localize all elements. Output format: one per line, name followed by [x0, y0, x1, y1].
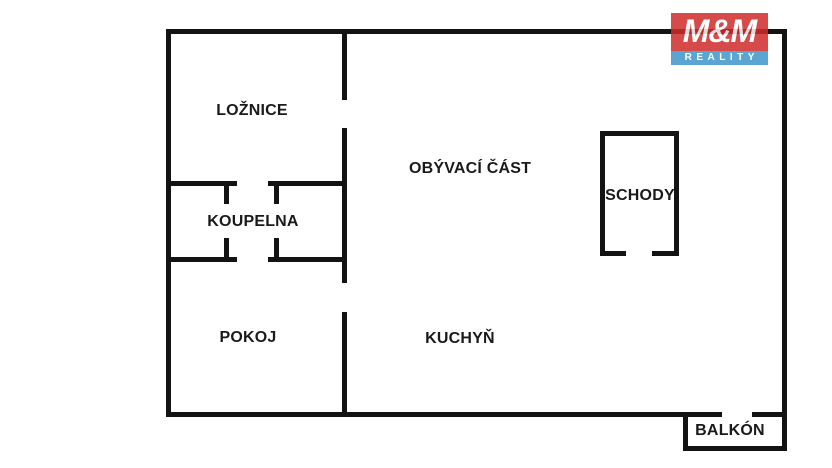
- wall-outer-top: [166, 29, 787, 34]
- room-label-balkon: BALKÓN: [695, 422, 765, 439]
- wall-interior-vertical-middle: [342, 128, 347, 283]
- wall-interior-vertical-upper: [342, 29, 347, 100]
- wall-outer-right: [782, 29, 787, 417]
- wall-koupelna-top-right: [268, 181, 347, 186]
- wall-koupelna-top-left: [166, 181, 237, 186]
- logo-brand-text: M&M: [682, 13, 757, 49]
- wall-schody-bottom-left: [600, 251, 626, 256]
- room-label-pokoj: POKOJ: [219, 329, 277, 346]
- wall-schody-top: [600, 131, 679, 136]
- logo-brand-box: M&M: [671, 13, 768, 51]
- room-label-schody: SCHODY: [605, 187, 675, 204]
- wall-koupelna-jamb-bottom-left: [224, 238, 229, 257]
- wall-schody-right: [674, 131, 679, 256]
- wall-balkon-left: [683, 415, 688, 451]
- wall-koupelna-jamb-top-right: [274, 186, 279, 204]
- room-label-loznice: LOŽNICE: [216, 102, 288, 119]
- room-label-kuchyn: KUCHYŇ: [425, 330, 495, 347]
- wall-schody-left: [600, 131, 605, 256]
- wall-koupelna-jamb-bottom-right: [274, 238, 279, 257]
- room-label-koupelna: KOUPELNA: [207, 213, 299, 230]
- room-label-obyvaci-cast: OBÝVACÍ ČÁST: [408, 160, 532, 177]
- wall-koupelna-jamb-top-left: [224, 186, 229, 204]
- wall-outer-bottom-right: [752, 412, 787, 417]
- wall-interior-vertical-lower: [342, 312, 347, 417]
- logo-subtitle-box: REALITY: [671, 51, 768, 65]
- wall-koupelna-bottom-right: [268, 257, 347, 262]
- logo-subtitle-text: REALITY: [684, 52, 759, 63]
- wall-balkon-bottom: [683, 446, 787, 451]
- wall-outer-left: [166, 29, 171, 417]
- wall-koupelna-bottom-left: [166, 257, 237, 262]
- wall-outer-bottom-main: [166, 412, 722, 417]
- wall-schody-bottom-right: [652, 251, 679, 256]
- mm-reality-logo: M&M REALITY: [671, 13, 768, 65]
- wall-balkon-right: [782, 415, 787, 451]
